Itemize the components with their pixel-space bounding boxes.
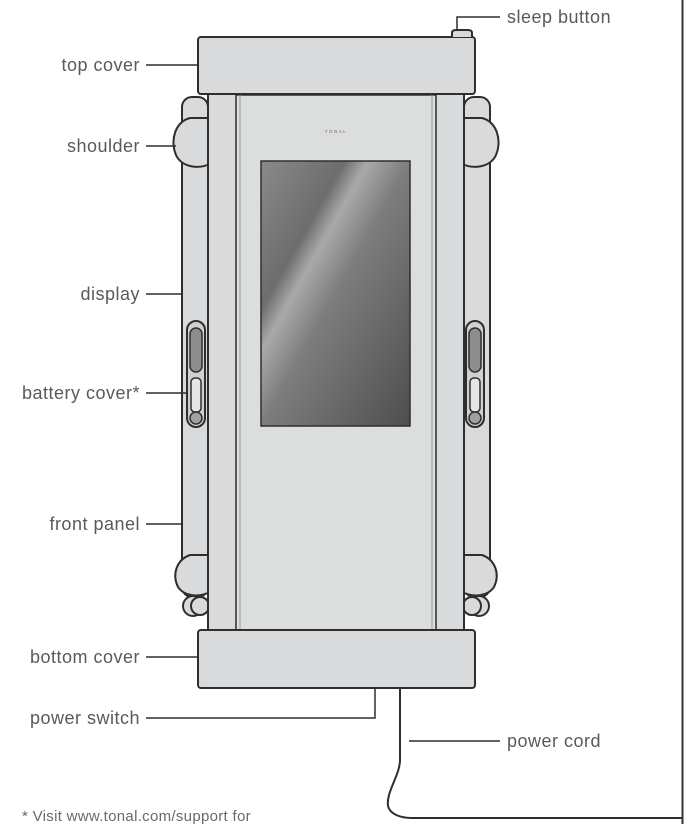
label-bottom-cover: bottom cover bbox=[29, 647, 140, 667]
leader-lines bbox=[146, 16, 500, 742]
top-cover bbox=[197, 36, 476, 95]
label-sleep-button: sleep button bbox=[507, 7, 612, 27]
bottom-cover bbox=[197, 629, 476, 689]
right-arm bbox=[461, 96, 500, 617]
label-front-panel: front panel bbox=[49, 514, 140, 534]
label-shoulder: shoulder bbox=[66, 136, 140, 156]
brand-logo: TONAL bbox=[325, 129, 347, 134]
label-power-cord: power cord bbox=[507, 731, 602, 751]
label-display: display bbox=[80, 284, 140, 304]
sleep-button[interactable] bbox=[451, 29, 473, 37]
label-battery-cover: battery cover* bbox=[21, 383, 140, 403]
left-arm bbox=[172, 96, 211, 617]
footnote: * Visit www.tonal.com/support for bbox=[22, 808, 251, 825]
label-top-cover: top cover bbox=[61, 55, 140, 75]
power-cord bbox=[386, 688, 682, 819]
display-screen bbox=[260, 160, 411, 427]
label-power-switch: power switch bbox=[29, 708, 140, 728]
